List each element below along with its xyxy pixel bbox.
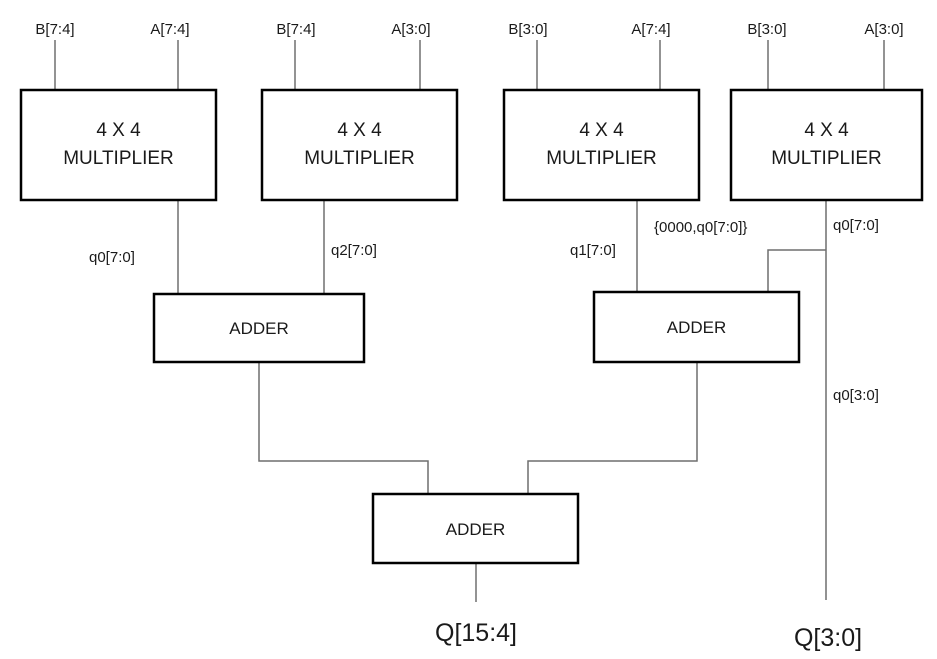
multiplier-2-label-line1: 4 X 4 <box>337 120 382 141</box>
multiplier-4-label-line2: MULTIPLIER <box>771 148 882 169</box>
wire-m4-to-adder2 <box>767 249 826 292</box>
multiplier-1-label-line1: 4 X 4 <box>96 120 141 141</box>
output-low-label: Q[3:0] <box>794 624 862 652</box>
m1-input-b-label: B[7:4] <box>35 21 74 38</box>
m3-input-b-label: B[3:0] <box>508 21 547 38</box>
internal-wires <box>177 200 827 602</box>
m3-input-a-label: A[7:4] <box>631 21 670 38</box>
wire-adder1-to-adder3 <box>258 362 429 494</box>
multiplier-3-label-line1: 4 X 4 <box>579 120 624 141</box>
m1-input-a-label: A[7:4] <box>150 21 189 38</box>
m2-input-b-label: B[7:4] <box>276 21 315 38</box>
signal-concat-label: {0000,q0[7:0]} <box>654 219 747 236</box>
adder-2-label: ADDER <box>667 318 727 337</box>
adder-2: ADDER <box>592 290 801 364</box>
multiplier-1-box <box>19 88 218 202</box>
adder-3: ADDER <box>371 492 580 565</box>
input-wires <box>54 40 885 90</box>
adder-3-label: ADDER <box>446 520 506 539</box>
signal-m4-out-label: q0[7:0] <box>833 217 879 234</box>
m4-input-b-label: B[3:0] <box>747 21 786 38</box>
multiplier-2-box <box>260 88 459 202</box>
adder-1: ADDER <box>152 292 366 364</box>
adder-3-box <box>371 492 580 565</box>
adder-1-label: ADDER <box>229 319 289 338</box>
signal-low-bits-label: q0[3:0] <box>833 387 879 404</box>
m4-input-a-label: A[3:0] <box>864 21 903 38</box>
adder-1-box <box>152 292 366 364</box>
multiplier-4-label-line1: 4 X 4 <box>804 120 849 141</box>
wire-adder2-to-adder3 <box>527 362 698 494</box>
multiplier-4-box <box>729 88 924 202</box>
multiplier-3: 4 X 4 MULTIPLIER <box>502 88 701 202</box>
signal-labels: q0[7:0] q2[7:0] q1[7:0] {0000,q0[7:0]} q… <box>89 217 879 404</box>
adder-2-box <box>592 290 801 364</box>
signal-q1-label: q1[7:0] <box>570 242 616 259</box>
multiplier-3-label-line2: MULTIPLIER <box>546 148 657 169</box>
multiplier-4: 4 X 4 MULTIPLIER <box>729 88 924 202</box>
signal-q0-label: q0[7:0] <box>89 249 135 266</box>
multiplier-3-box <box>502 88 701 202</box>
multiplier-1: 4 X 4 MULTIPLIER <box>19 88 218 202</box>
input-labels: B[7:4] A[7:4] B[7:4] A[3:0] B[3:0] A[7:4… <box>35 21 903 38</box>
multiplier-2: 4 X 4 MULTIPLIER <box>260 88 459 202</box>
m2-input-a-label: A[3:0] <box>391 21 430 38</box>
output-labels: Q[15:4] Q[3:0] <box>435 619 862 652</box>
signal-q2-label: q2[7:0] <box>331 242 377 259</box>
multiplier-2-label-line2: MULTIPLIER <box>304 148 415 169</box>
multiplier-1-label-line2: MULTIPLIER <box>63 148 174 169</box>
output-high-label: Q[15:4] <box>435 619 517 647</box>
